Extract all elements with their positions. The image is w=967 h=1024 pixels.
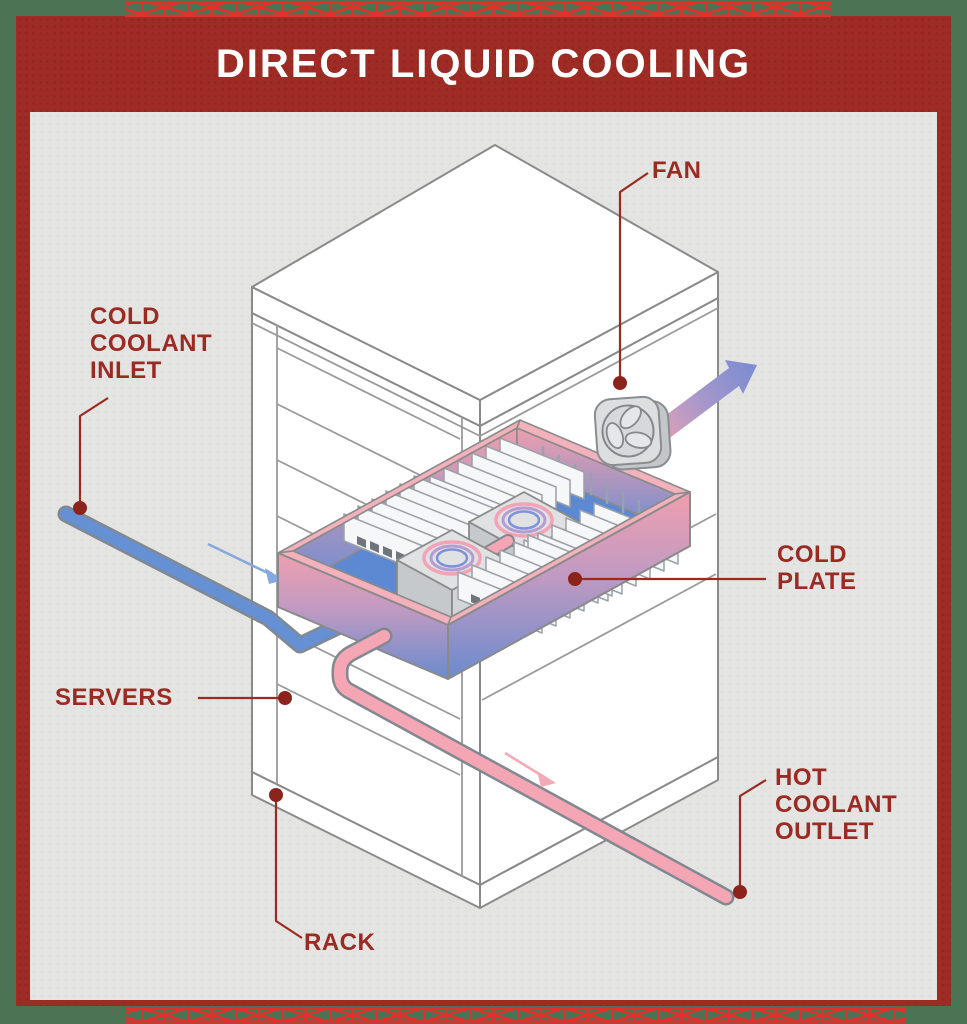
- label-cold-plate: COLD PLATE: [777, 541, 857, 595]
- bottom-truss-border: [125, 1007, 905, 1023]
- label-servers: SERVERS: [55, 684, 173, 711]
- label-fan: FAN: [652, 157, 702, 184]
- label-rack: RACK: [304, 929, 376, 956]
- top-truss-border: [125, 1, 831, 18]
- page-title: DIRECT LIQUID COOLING: [215, 41, 752, 86]
- infographic-card: DIRECT LIQUID COOLING: [16, 16, 951, 1006]
- label-cold-coolant-inlet: COLD COOLANT INLET: [90, 303, 213, 384]
- label-hot-coolant-outlet: HOT COOLANT OUTLET: [775, 764, 898, 845]
- title-bar: DIRECT LIQUID COOLING: [16, 16, 951, 112]
